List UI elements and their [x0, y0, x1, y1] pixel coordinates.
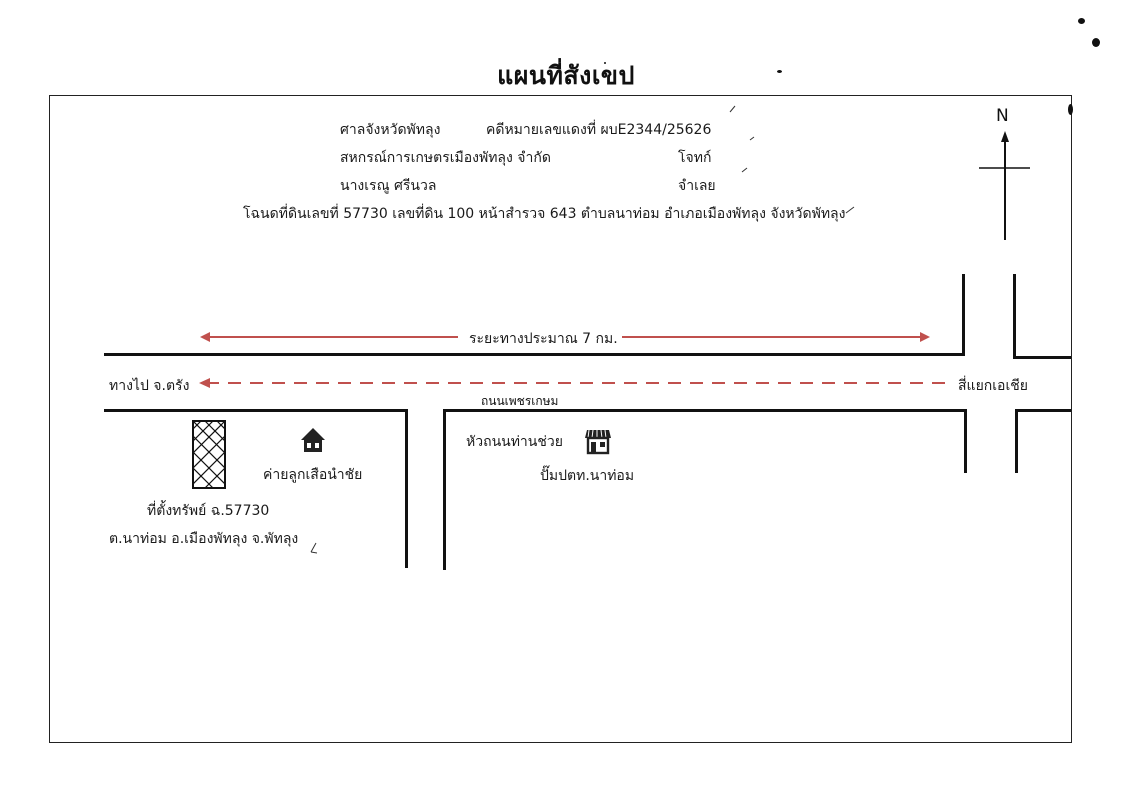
side-road-left-edge [405, 409, 408, 568]
camp-label: ค่ายลูกเสือนำชัย [263, 467, 363, 483]
map-title: แผนที่สังเขป [497, 61, 635, 90]
road-bottom-edge-east [443, 409, 966, 412]
road-bottom-edge-west [104, 409, 408, 412]
road-cross-right-bottom [1015, 409, 1018, 473]
road-cross-left-bottom [964, 409, 967, 473]
scan-speck [604, 62, 606, 64]
property-hatch-icon [192, 420, 226, 489]
road-top-edge [104, 353, 964, 356]
route-dashed-arrow [199, 378, 948, 388]
scan-speck [1068, 104, 1073, 115]
court-name: ศาลจังหวัดพัทลุง [340, 122, 441, 138]
distance-label: ระยะทางประมาณ 7 กม. [465, 328, 622, 350]
distance-arrow [200, 332, 930, 342]
scan-speck [1092, 38, 1100, 47]
case-number: คดีหมายเลขแดงที่ ผบE2344/25626 [486, 122, 712, 138]
side-road-right-edge [443, 409, 446, 570]
road-name-label: ถนนเพชรเกษม [481, 394, 559, 408]
property-location-line1: ที่ตั้งทรัพย์ ฉ.57730 [147, 503, 270, 519]
house-icon [301, 428, 325, 452]
defendant-role: จำเลย [678, 178, 716, 194]
route-destination-label: ทางไป จ.ตรัง [109, 378, 190, 394]
scan-speck [1078, 18, 1085, 24]
road-cross-right-top [1013, 274, 1016, 359]
junction-label: หัวถนนท่านช่วย [466, 434, 563, 450]
plaintiff-role: โจทก์ [678, 150, 712, 166]
deed-line: โฉนดที่ดินเลขที่ 57730 เลขที่ดิน 100 หน้… [243, 206, 846, 222]
compass-north-label: N [996, 106, 1009, 126]
intersection-label: สี่แยกเอเชีย [958, 375, 1028, 397]
defendant-name: นางเรณู ศรีนวล [340, 178, 437, 194]
compass-arrow-icon [979, 131, 1030, 240]
gas-station-label: ปั๊มปตท.นาท่อม [540, 468, 635, 484]
shop-icon [585, 429, 611, 455]
property-location-line2: ต.นาท่อม อ.เมืองพัทลุง จ.พัทลุง [109, 531, 299, 547]
road-east-top-edge [1013, 356, 1071, 359]
pen-marks [310, 105, 855, 554]
plaintiff-name: สหกรณ์การเกษตรเมืองพัทลุง จำกัด [340, 150, 551, 166]
map-frame [49, 95, 1072, 743]
road-east-bottom-edge [1015, 409, 1071, 412]
road-cross-left-top [962, 274, 965, 356]
scan-speck [777, 70, 782, 73]
